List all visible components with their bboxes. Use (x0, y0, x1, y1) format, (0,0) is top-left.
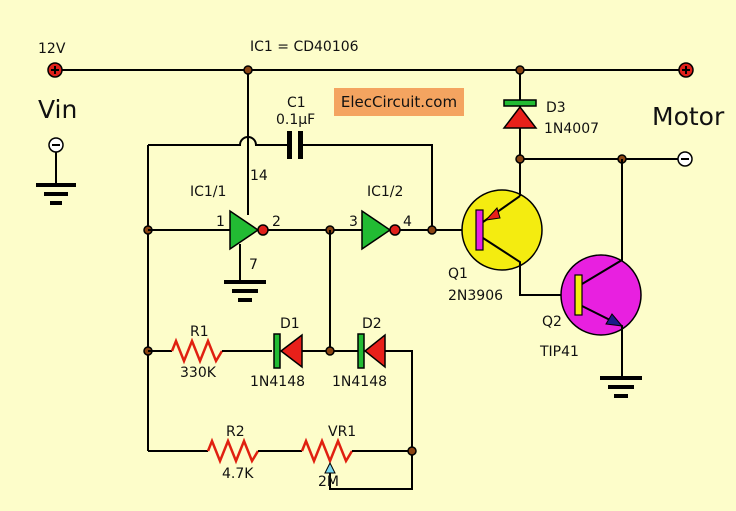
ic1-1-output-pin-label: 2 (272, 214, 281, 230)
q2-ref-label: Q2 (542, 314, 562, 330)
ic-title-label: IC1 = CD40106 (250, 39, 359, 55)
positive-terminal-icon (47, 62, 63, 78)
q1-value-label: 2N3906 (448, 288, 503, 304)
ic-gnd-pin-label: 7 (249, 257, 258, 273)
q2-base-bar (574, 274, 583, 316)
feedback-wire-right (303, 144, 433, 230)
r2-ref-label: R2 (226, 424, 245, 440)
d2-value-label: 1N4148 (332, 374, 387, 390)
diode-d2-icon (357, 333, 386, 369)
ic1-2-name-label: IC1/2 (367, 184, 403, 200)
q1-collector-wire (482, 237, 575, 296)
diode-d3-icon (502, 99, 538, 129)
motor-negative-terminal-icon (677, 151, 693, 167)
ic-ground-icon (224, 280, 266, 302)
feedback-wire-left (148, 136, 287, 146)
watermark-badge (334, 88, 464, 116)
d3-value-label: 1N4007 (544, 121, 599, 137)
q2-value-label: TIP41 (539, 344, 579, 360)
q1-emitter-arrow-icon (484, 207, 501, 221)
ground-icon (36, 183, 76, 205)
transistor-q2-icon (560, 254, 642, 336)
junction-node (325, 346, 335, 356)
watermark-text: ElecCircuit.com (341, 93, 457, 111)
d2-right-wire (385, 350, 413, 451)
d1-value-label: 1N4148 (250, 374, 305, 390)
ic1-2-input-pin-label: 3 (349, 214, 358, 230)
motor-positive-terminal-icon (678, 62, 694, 78)
motor-label: Motor (652, 102, 725, 131)
d1-ref-label: D1 (280, 316, 300, 332)
q2-collector-wire (581, 159, 623, 285)
diode-d1-icon (273, 333, 303, 369)
junction-node (427, 225, 437, 235)
vin-negative-terminal-icon (48, 137, 64, 153)
junction-node (515, 154, 525, 164)
ic1-1-input-pin-label: 1 (216, 214, 225, 230)
ic1-1-name-label: IC1/1 (190, 184, 226, 200)
junction-node (515, 65, 525, 75)
junction-node (243, 65, 253, 75)
q1-base-bar (475, 209, 484, 251)
junction-node (407, 446, 417, 456)
r2-value-label: 4.7K (222, 466, 254, 482)
vr1-value-label: 2M (318, 474, 339, 490)
supply-voltage-label: 12V (38, 41, 66, 57)
resistor-r1-icon (170, 337, 224, 365)
potentiometer-vr1-icon (300, 437, 413, 490)
q2-ground-icon (600, 376, 642, 398)
inverter-ic1-1-icon (229, 209, 269, 251)
q2-emitter-arrow-icon (605, 313, 624, 327)
d2-ref-label: D2 (362, 316, 382, 332)
capacitor-c1-icon (287, 131, 303, 159)
inverter-ic1-2-icon (361, 209, 401, 251)
c1-value-label: 0.1µF (276, 112, 315, 128)
vin-label: Vin (38, 95, 77, 124)
transistor-q1-icon (461, 189, 543, 271)
r1-value-label: 330K (180, 365, 217, 381)
r1-ref-label: R1 (190, 324, 209, 340)
vr1-ref-label: VR1 (328, 424, 356, 440)
resistor-r2-icon (206, 437, 260, 465)
d3-ref-label: D3 (546, 100, 566, 116)
c1-ref-label: C1 (287, 95, 306, 111)
ic1-2-output-pin-label: 4 (403, 214, 412, 230)
ic-vcc-pin-label: 14 (250, 168, 268, 184)
q1-ref-label: Q1 (448, 266, 468, 282)
